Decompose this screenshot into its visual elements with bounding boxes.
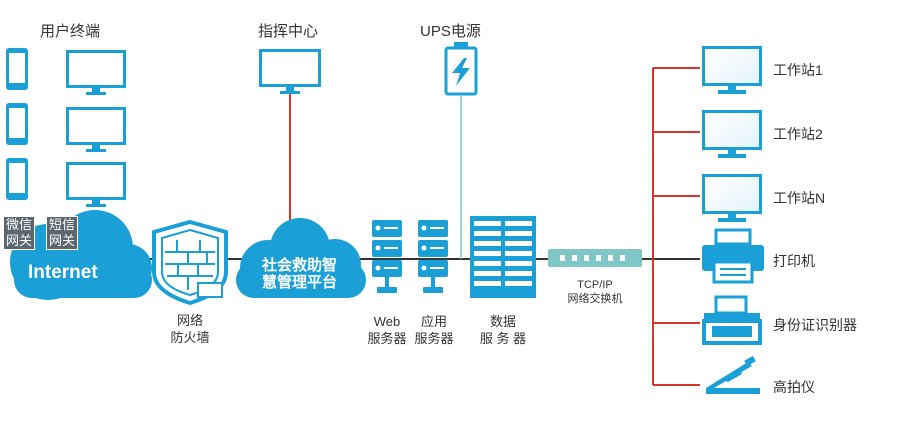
terminals-title: 用户终端 — [40, 23, 101, 40]
network-switch-icon — [548, 249, 642, 267]
monitor-icon — [702, 46, 762, 94]
monitor-icon — [702, 174, 762, 222]
phone-icon — [6, 103, 28, 145]
ups-title: UPS电源 — [420, 23, 481, 40]
id-reader-icon — [702, 295, 762, 345]
scanner-label: 高拍仪 — [773, 379, 815, 395]
firewall-label-line2: 防火墙 — [170, 330, 210, 345]
phone-icon — [6, 48, 28, 90]
switch-label-line2: 网络交换机 — [567, 293, 623, 305]
sms-gateway-badge: 短信 网关 — [46, 216, 78, 250]
gateway-label-line1: 短信 — [48, 217, 75, 232]
internet-label: Internet — [28, 262, 98, 283]
workstation-1-label: 工作站1 — [773, 62, 823, 78]
web-server-icon — [372, 220, 402, 293]
app-server-label: 应用 服务器 — [412, 313, 456, 347]
switch-label: TCP/IP 网络交换机 — [555, 278, 635, 306]
printer-label: 打印机 — [773, 253, 815, 269]
data-server-label-line2: 服 务 器 — [479, 331, 527, 346]
id-reader-label: 身份证识别器 — [773, 317, 857, 333]
platform-label-line2: 慧管理平台 — [262, 274, 338, 291]
app-server-label-line1: 应用 — [420, 314, 447, 329]
data-server-icon — [470, 216, 536, 298]
firewall-label-line1: 网络 — [176, 313, 203, 328]
web-server-label-line1: Web — [373, 314, 401, 329]
monitor-icon — [66, 162, 126, 207]
monitor-icon — [66, 107, 126, 152]
command-monitor-icon — [259, 49, 321, 94]
firewall-label: 网络 防火墙 — [168, 312, 212, 346]
data-server-label: 数据 服 务 器 — [470, 313, 536, 347]
gateway-label-line1: 微信 — [5, 217, 32, 232]
wechat-gateway-badge: 微信 网关 — [3, 216, 35, 250]
switch-label-line1: TCP/IP — [577, 279, 613, 291]
ups-battery-icon — [444, 42, 478, 96]
app-server-icon — [418, 220, 448, 293]
workstation-2-label: 工作站2 — [773, 126, 823, 142]
gateway-label-line2: 网关 — [5, 233, 32, 248]
monitor-icon — [66, 50, 126, 95]
printer-icon — [702, 228, 764, 284]
gateway-label-line2: 网关 — [48, 233, 75, 248]
app-server-label-line2: 服务器 — [414, 331, 454, 346]
scanner-icon — [706, 355, 760, 394]
platform-label: 社会救助智 慧管理平台 — [262, 257, 337, 291]
data-server-label-line1: 数据 — [489, 314, 516, 329]
phone-icon — [6, 158, 28, 200]
workstation-n-label: 工作站N — [773, 190, 826, 206]
command-center-title: 指挥中心 — [258, 23, 319, 40]
platform-label-line1: 社会救助智 — [262, 257, 338, 274]
firewall-icon — [152, 219, 228, 306]
monitor-icon — [702, 110, 762, 158]
web-server-label-line2: 服务器 — [367, 331, 407, 346]
web-server-label: Web 服务器 — [365, 313, 409, 347]
platform-cloud-icon — [236, 218, 366, 298]
